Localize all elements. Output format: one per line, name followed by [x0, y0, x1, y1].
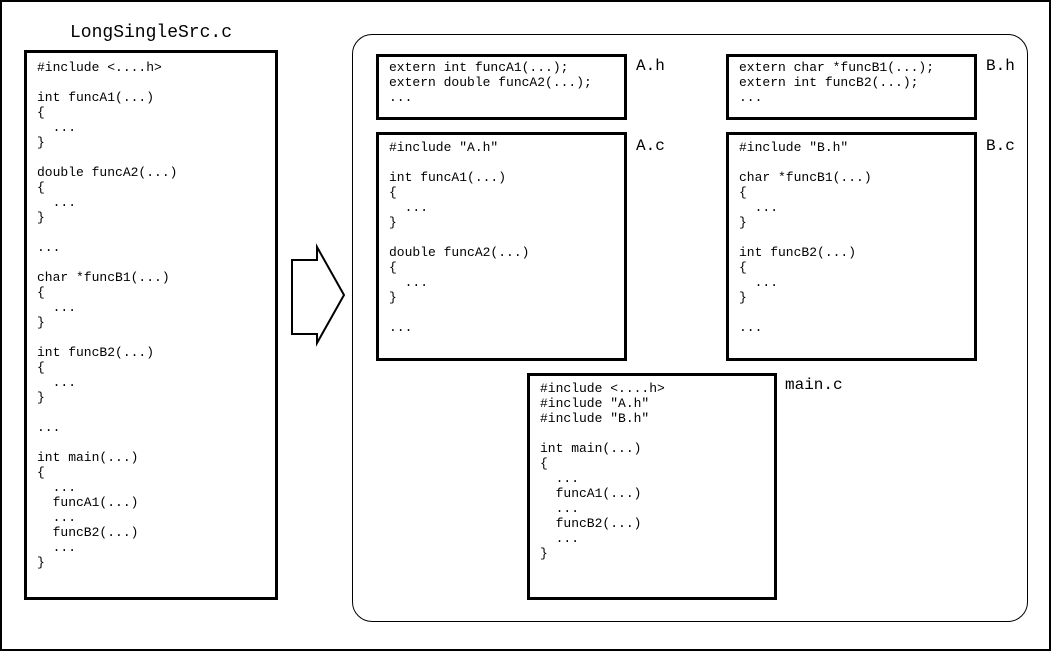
file-box-b-h: extern char *funcB1(...); extern int fun… [726, 54, 977, 120]
file-label-b-h: B.h [986, 57, 1015, 75]
split-right-arrow-icon [291, 243, 346, 347]
file-box-main-c: #include <....h> #include "A.h" #include… [527, 373, 777, 600]
file-box-b-c: #include "B.h" char *funcB1(...) { ... }… [726, 132, 977, 361]
file-label-a-c: A.c [636, 137, 665, 155]
source-file-title: LongSingleSrc.c [69, 23, 233, 43]
file-box-a-c: #include "A.h" int funcA1(...) { ... } d… [376, 132, 627, 361]
file-label-b-c: B.c [986, 137, 1015, 155]
file-label-a-h: A.h [636, 57, 665, 75]
source-code-box: #include <....h> int funcA1(...) { ... }… [24, 50, 278, 600]
file-box-a-h: extern int funcA1(...); extern double fu… [376, 54, 627, 120]
file-label-main-c: main.c [785, 376, 843, 394]
